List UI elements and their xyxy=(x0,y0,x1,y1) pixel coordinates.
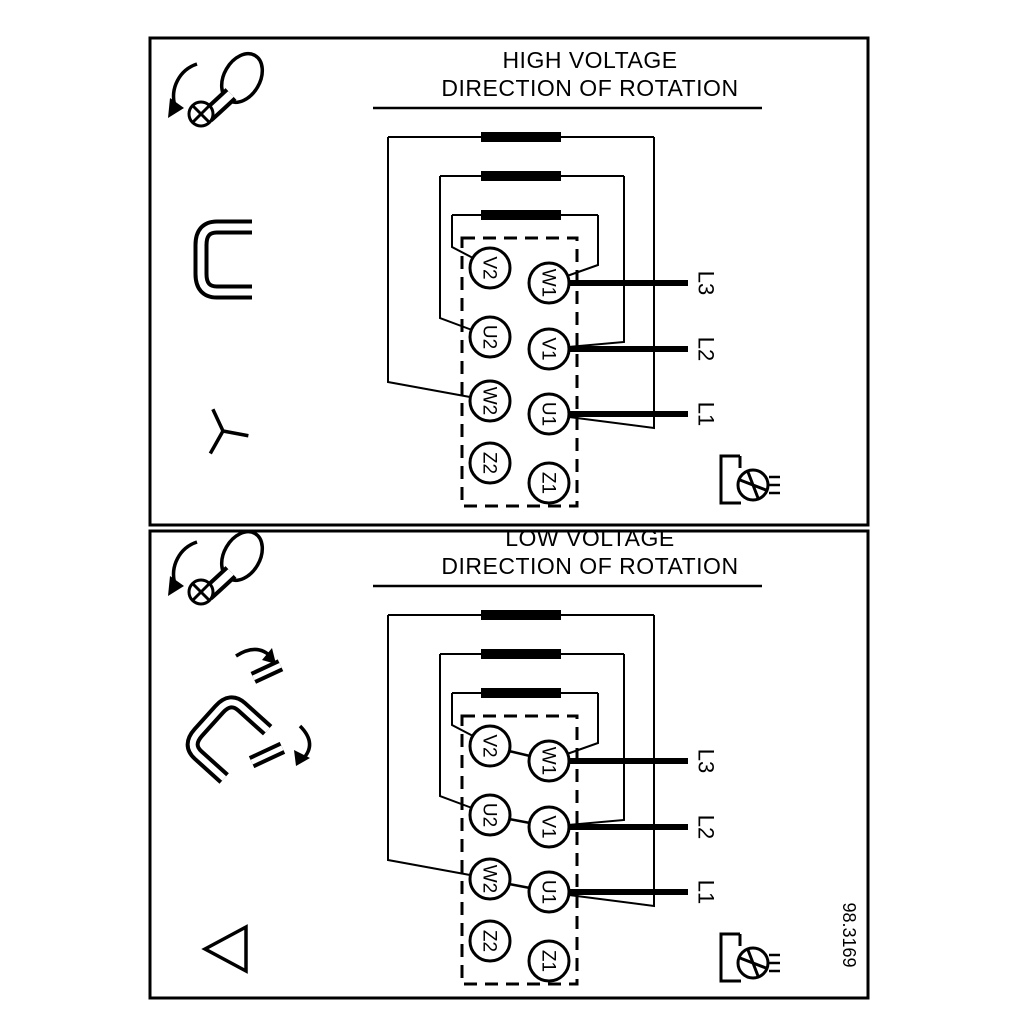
panel-title-line2: DIRECTION OF ROTATION xyxy=(441,75,738,101)
star-connection-icon xyxy=(208,408,249,455)
panel-low-voltage: LOW VOLTAGE DIRECTION OF ROTATION xyxy=(148,524,870,1000)
strap1-inner xyxy=(252,662,282,681)
jumper-strap-inner xyxy=(197,223,252,296)
jumper-strap-icon xyxy=(193,219,252,300)
panel-high-voltage: HIGH VOLTAGE DIRECTION OF ROTATION xyxy=(148,36,870,527)
jumper-straps-reposition-icon xyxy=(185,647,312,784)
jumper-strap-small-2 xyxy=(248,741,286,769)
jumper-strap-small-1 xyxy=(250,659,284,684)
reposition-arrow-1-head xyxy=(262,648,276,664)
panel-border-low xyxy=(148,529,870,1000)
panel-title-line2: DIRECTION OF ROTATION xyxy=(441,553,738,579)
panel-title-line1: HIGH VOLTAGE xyxy=(502,47,677,73)
delta-connection-icon xyxy=(201,924,248,974)
reposition-arrow-2-head xyxy=(294,750,310,766)
panel-border-high xyxy=(148,36,870,527)
link-v2-w1 xyxy=(508,749,531,758)
link-u2-v1 xyxy=(508,817,531,825)
link-w2-u1 xyxy=(508,882,531,890)
strap2-inner xyxy=(250,745,284,765)
delta-terminal-links xyxy=(508,749,531,890)
star-arm-right xyxy=(222,429,249,438)
star-arm-left xyxy=(208,430,225,455)
jumper-strap-large-inner xyxy=(189,699,270,781)
figure-number: 98.3169 xyxy=(839,902,859,967)
panel-title-line1: LOW VOLTAGE xyxy=(505,525,675,551)
star-arm-up xyxy=(211,408,225,432)
jumper-strap-large xyxy=(185,695,273,784)
